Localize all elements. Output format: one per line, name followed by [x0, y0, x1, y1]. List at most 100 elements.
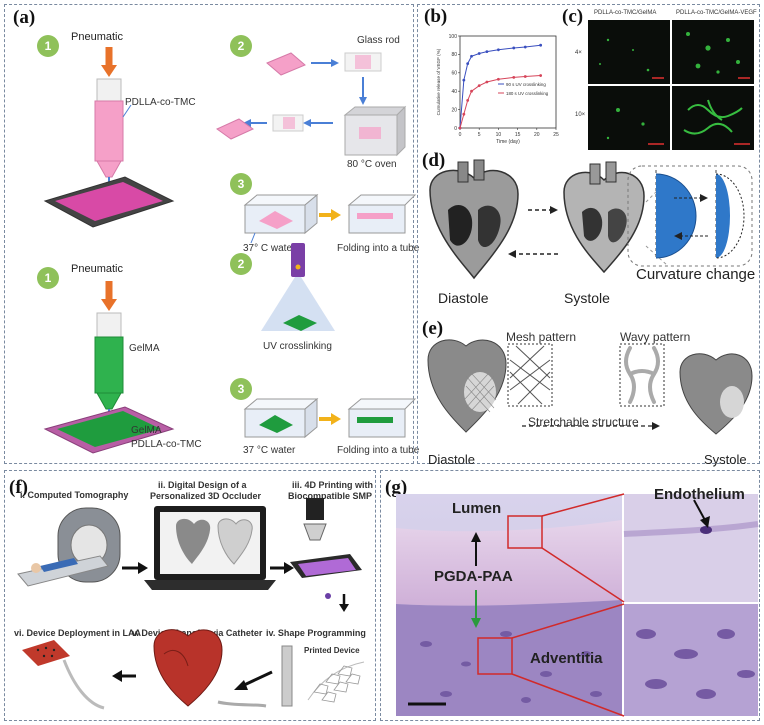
fluor-img-2	[672, 20, 754, 84]
panel-g: (g)	[380, 470, 760, 721]
x-tick-label-4: 20	[534, 132, 540, 138]
pneumatic-top-label: Pneumatic	[71, 31, 123, 43]
series-line-0	[459, 44, 541, 129]
water-bath-pink-illustration	[243, 193, 417, 244]
series-1-point-9	[539, 74, 543, 77]
step-2-top: 2	[230, 35, 252, 57]
panel-f: (f)	[4, 470, 376, 721]
oven-label: 80 °C oven	[347, 159, 397, 170]
water-bottom-label: 37 °C water	[243, 445, 296, 456]
fluor-img-3	[588, 86, 670, 150]
printed-device-icon	[281, 645, 365, 707]
gelma-layer-label: GelMA	[131, 425, 162, 436]
panel-label-a: (a)	[13, 7, 36, 28]
step-deployment-label: vi. Device Deployment in LAA	[14, 628, 142, 638]
wavy-label: Wavy pattern	[620, 330, 691, 344]
legend-label-1: 180 s UV crosslinking	[506, 91, 549, 96]
series-0-point-7	[512, 46, 516, 50]
legend-label-0: 90 s UV crosslinking	[506, 82, 546, 87]
x-axis-label: Time (day)	[496, 139, 520, 145]
heart-mesh-diastole-icon	[427, 339, 507, 433]
row2-label: 10×	[575, 112, 586, 118]
stretchable-structure-illustration	[427, 339, 753, 435]
adventitia-label: Adventitia	[530, 650, 603, 667]
diastole-e-label: Diastole	[428, 452, 475, 467]
series-1-point-8	[523, 75, 527, 78]
y-tick-label-3: 60	[451, 71, 457, 77]
panel-label-c: (c)	[562, 6, 584, 27]
heart-systole-icon	[563, 161, 645, 274]
heart-mesh-systole-icon	[679, 353, 753, 435]
laptop-icon	[144, 506, 276, 590]
syringe-pink-illustration	[43, 47, 175, 228]
y-tick-label-1: 20	[451, 107, 457, 113]
series-0-point-9	[539, 43, 543, 47]
panel-a: (a) 1 2 3 1 2 3 Pneumatic PDLLA-co-TMC	[4, 4, 419, 464]
uv-crosslinking-illustration	[261, 243, 335, 331]
fluor-img-4	[672, 86, 754, 150]
pgda-label: PGDA-PAA	[434, 568, 513, 585]
panel-label-d: (d)	[422, 150, 446, 171]
curvature-label: Curvature change	[636, 266, 756, 283]
step-print-label-1: iii. 4D Printing with	[292, 480, 373, 490]
systole-e-label: Systole	[704, 452, 747, 467]
lumen-label: Lumen	[452, 500, 502, 517]
series-0-point-1	[462, 78, 466, 82]
histology-image	[396, 493, 759, 717]
pdlla-top-label: PDLLA-co-TMC	[125, 97, 196, 108]
step-programming-label: iv. Shape Programming	[266, 628, 366, 638]
plot-frame	[459, 35, 557, 129]
ct-scanner-icon	[17, 507, 121, 587]
step-1-top: 1	[37, 35, 59, 57]
water-top-label: 37° C water	[243, 243, 296, 254]
printed-device-label: Printed Device	[304, 646, 360, 655]
occluder-workflow-illustration	[17, 498, 365, 710]
y-tick-label-2: 40	[451, 89, 457, 95]
step-3-top: 3	[230, 173, 252, 195]
wavy-pattern-box	[619, 343, 665, 407]
step-print-label-2: Biocompatible SMP	[288, 491, 373, 501]
y-tick-label-5: 100	[449, 34, 458, 40]
endothelium-label: Endothelium	[654, 486, 745, 503]
panel-label-f: (f)	[9, 477, 28, 498]
series-0-point-4	[477, 52, 481, 55]
panel-label-g: (g)	[385, 477, 408, 498]
heart-diastole-icon	[429, 159, 519, 280]
row1-label: 4×	[575, 50, 582, 56]
series-0-point-3	[470, 54, 473, 58]
fluor-img-1	[588, 20, 670, 84]
3d-printer-icon	[290, 498, 362, 599]
pdlla-layer-label: PDLLA-co-TMC	[131, 439, 202, 450]
col1-label: PDLLA-co-TMC/GelMA	[594, 10, 657, 16]
x-tick-label-3: 15	[515, 132, 521, 138]
laa-deployment-icon	[22, 640, 105, 710]
panel-bcde	[417, 4, 760, 464]
water-bath-green-illustration	[243, 397, 417, 439]
fluorescence-images	[588, 20, 754, 150]
x-tick-label-5: 25	[553, 132, 559, 138]
heart-catheter-icon	[153, 629, 267, 708]
mesh-pattern-box	[507, 343, 553, 407]
mesh-label: Mesh pattern	[506, 330, 577, 344]
series-1-point-7	[512, 76, 516, 79]
step-design-label-1: ii. Digital Design of a	[158, 480, 247, 490]
gelma-syringe-label: GelMA	[129, 343, 160, 354]
series-1-point-6	[497, 77, 500, 81]
y-axis-label: Cumulative release of VEGF (%)	[436, 48, 441, 115]
syringe-green-illustration	[43, 281, 175, 454]
series-1-point-2	[466, 99, 470, 102]
y-tick-label-0: 0	[454, 126, 457, 132]
diastole-d-label: Diastole	[438, 290, 489, 306]
series-1-point-5	[485, 80, 489, 84]
step-2-bottom: 2	[230, 253, 252, 275]
folding-bottom-label: Folding into a tube	[337, 445, 420, 456]
panel-label-e: (e)	[422, 318, 444, 339]
y-tick-label-4: 80	[451, 52, 457, 58]
step-ct-label: i. Computed Tomography	[20, 490, 129, 500]
series-1-point-1	[462, 112, 466, 116]
glass-rod-label: Glass rod	[357, 35, 400, 46]
series-0-point-6	[497, 48, 500, 52]
heart-curvature-illustration	[429, 159, 753, 280]
systole-d-label: Systole	[564, 290, 610, 306]
